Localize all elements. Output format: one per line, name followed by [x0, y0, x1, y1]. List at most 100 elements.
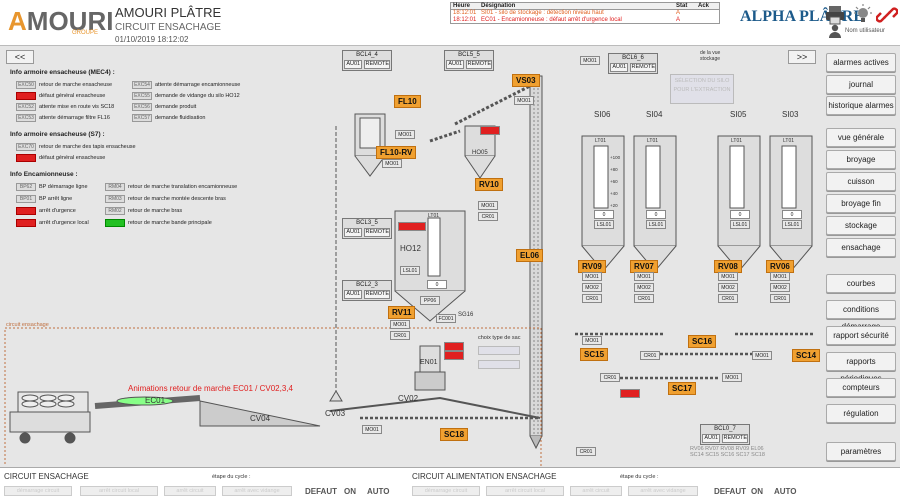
lightbulb-icon[interactable] [852, 4, 874, 26]
nav-rapports-periodiques[interactable]: rapports périodiques [826, 352, 896, 383]
motor-mo02[interactable]: MO02 [582, 283, 602, 292]
status-indicator: AU01 [16, 207, 36, 215]
start-circuit-button[interactable]: démarrage circuit [412, 486, 480, 496]
mode-on: ON [344, 487, 356, 496]
en01-label: EN01 [420, 359, 438, 366]
tag-vs03[interactable]: VS03 [512, 74, 540, 87]
motor-mo01[interactable]: MO01 [582, 336, 602, 345]
nav-broyage-fin[interactable]: broyage fin [826, 194, 896, 213]
stop-circuit-button[interactable]: arrêt circuit [164, 486, 216, 496]
motor-mo02[interactable]: MO02 [770, 283, 790, 292]
nav-historique-alarmes[interactable]: historique alarmes [826, 96, 896, 115]
vue-stockage-note: de la vue stockage [700, 50, 721, 62]
nav-courbes[interactable]: courbes [826, 274, 896, 293]
start-circuit-button[interactable]: démarrage circuit [4, 486, 72, 496]
silo-level-value: 0 [646, 210, 666, 219]
motor-mo01[interactable]: MO01 [580, 56, 600, 65]
tag-fl10[interactable]: FL10 [394, 95, 421, 108]
motor-mo01[interactable]: MO01 [478, 201, 498, 210]
stop-with-drain-button[interactable]: arrêt avec vidange [628, 486, 698, 496]
cr01: CR01 [600, 373, 620, 382]
silo-lsl: LSL01 [730, 220, 750, 229]
stop-local-circuit-button[interactable]: arrêt circuit local [486, 486, 564, 496]
nav-compteurs[interactable]: compteurs [826, 378, 896, 397]
silo-lsl: LSL01 [646, 220, 666, 229]
legend-enc-title: Info Encamionneuse : [10, 171, 78, 178]
nav-journal-evenements[interactable]: journal événements [826, 75, 896, 106]
nav-stockage[interactable]: stockage [826, 216, 896, 235]
tag-rv11[interactable]: RV11 [388, 306, 416, 319]
tag-sc15[interactable]: SC15 [580, 348, 609, 361]
motor-mo01[interactable]: MO01 [634, 272, 654, 281]
motor-mo01[interactable]: MO01 [582, 272, 602, 281]
nav-alarmes-actives[interactable]: alarmes actives [826, 53, 896, 72]
nav-rapport-securite[interactable]: rapport sécurité [826, 326, 896, 345]
status-indicator: EXC53 [16, 114, 36, 122]
nav-conditions-demarrage[interactable]: conditions démarrage [826, 300, 896, 331]
ec01-label: EC01 [145, 396, 166, 405]
tag-sc14[interactable]: SC14 [792, 349, 821, 362]
circuit-ensachage-label: circuit ensachage [6, 322, 49, 328]
status-indicator: EXC52 [16, 103, 36, 111]
status-indicator: RM04 [105, 183, 125, 191]
stop-circuit-button[interactable]: arrêt circuit [570, 486, 622, 496]
user-name[interactable]: Nom utilisateur [845, 28, 886, 34]
hoos-alarm [480, 126, 500, 135]
legend-mec4-title: Info armoire ensacheuse (MEC4) : [10, 69, 115, 76]
motor-mo01[interactable]: MO01 [752, 351, 772, 360]
printer-icon[interactable] [824, 4, 846, 26]
motor-mo01[interactable]: MO01 [390, 320, 410, 329]
motor-mo01[interactable]: MO01 [382, 159, 402, 168]
motor-mo02[interactable]: MO02 [634, 283, 654, 292]
silo-title: SI05 [730, 110, 747, 119]
bag-type-2-button[interactable] [478, 360, 520, 369]
bag-type-1-button[interactable] [478, 346, 520, 355]
tag-el06[interactable]: EL06 [516, 249, 544, 262]
en01-alarm [444, 351, 464, 360]
status-indicator: EXC50 [16, 81, 36, 89]
status-indicator: RM03 [105, 195, 125, 203]
motor-mo02[interactable]: MO02 [718, 283, 738, 292]
motor-mo01[interactable]: MO01 [514, 96, 534, 105]
link-icon[interactable] [876, 4, 898, 26]
app-title: AMOURI PLÂTRE [115, 5, 222, 20]
motor-mo01[interactable]: MO01 [718, 272, 738, 281]
status-indicator: EXC55 [132, 92, 152, 100]
user-icon[interactable] [828, 24, 842, 38]
nav-cuisson[interactable]: cuisson [826, 172, 896, 191]
page-subtitle: CIRCUIT ENSACHAGE [115, 22, 221, 33]
tag-sc18[interactable]: SC18 [440, 428, 469, 441]
nav-ensachage[interactable]: ensachage [826, 238, 896, 257]
motor-mo01[interactable]: MO01 [770, 272, 790, 281]
silo-title: SI03 [782, 110, 799, 119]
stop-with-drain-button[interactable]: arrêt avec vidange [222, 486, 292, 496]
animation-label: Animations retour de marche EC01 / CV02,… [128, 384, 293, 393]
motor-mo01[interactable]: MO01 [362, 425, 382, 434]
nav-parametres[interactable]: paramètres [826, 442, 896, 461]
tag-rv10[interactable]: RV10 [475, 178, 503, 191]
tag-sc16[interactable]: SC16 [688, 335, 717, 348]
status-indicator: EXC54 [132, 81, 152, 89]
next-page-button[interactable]: >> [788, 50, 816, 64]
nav-regulation[interactable]: régulation [826, 404, 896, 423]
nav-broyage-secondaire[interactable]: broyage secondaire [826, 150, 896, 181]
cr01: CR01 [390, 331, 410, 340]
tag-sc17[interactable]: SC17 [668, 382, 697, 395]
motor-mo01[interactable]: MO01 [395, 130, 415, 139]
datetime: 01/10/2019 18:12:02 [115, 35, 189, 44]
stop-local-circuit-button[interactable]: arrêt circuit local [80, 486, 158, 496]
silo-selection-button[interactable]: SÉLECTION DU SILO POUR L'EXTRACTION [670, 74, 734, 104]
prev-page-button[interactable]: << [6, 50, 34, 64]
tag-fl10-rv[interactable]: FL10-RV [376, 146, 417, 159]
motor-mo01[interactable]: MO01 [722, 373, 742, 382]
nav-vue-generale[interactable]: vue générale [826, 128, 896, 147]
